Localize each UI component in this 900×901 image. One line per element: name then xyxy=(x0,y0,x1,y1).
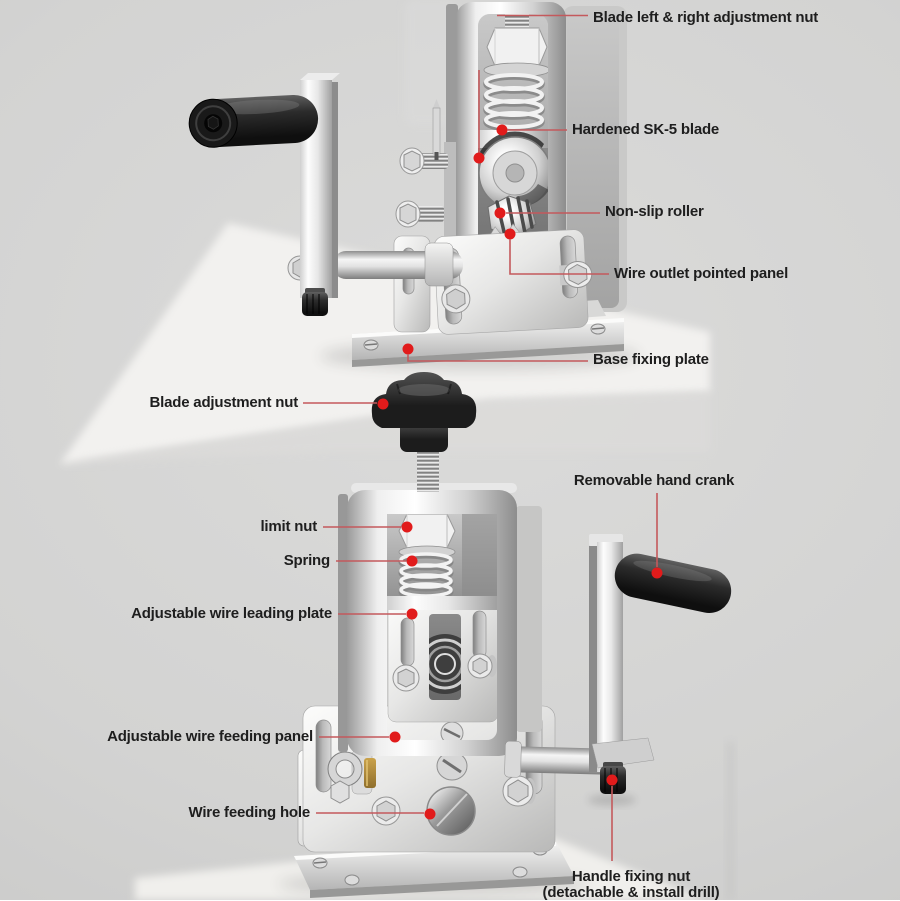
callout-line-wire-outlet xyxy=(509,239,609,275)
label-blade-lr-adjustment-nut: Blade left & right adjustment nut xyxy=(593,9,819,26)
label-adjustable-wire-feeding-panel: Adjustable wire feeding panel xyxy=(107,728,313,745)
top-crank-assembly xyxy=(188,73,463,316)
label-handle-fixing-nut: Handle fixing nut (detachable & install … xyxy=(543,869,720,901)
crank-handle-grip xyxy=(188,94,319,148)
label-non-slip-roller: Non-slip roller xyxy=(605,203,704,220)
bottom-body-frame xyxy=(347,490,517,756)
label-hardened-blade: Hardened SK-5 blade xyxy=(572,121,720,138)
callout-line-base-plate xyxy=(407,354,588,362)
top-adjustment-hex-nut xyxy=(486,27,548,67)
label-removable-hand-crank: Removable hand crank xyxy=(573,472,735,489)
callout-dot-feeding-hole xyxy=(424,808,436,820)
wire-outlet-pointed-panel-part xyxy=(433,223,593,335)
top-spring xyxy=(483,73,545,132)
callout-dot-blade-lr-nut xyxy=(473,152,485,164)
guide-pin xyxy=(432,99,441,160)
side-mount-screw xyxy=(395,200,444,228)
callout-dot-spring xyxy=(406,555,418,567)
callout-dot-hardened-blade xyxy=(496,124,508,136)
callout-dot-leading-plate xyxy=(406,608,418,620)
callout-dot-base-plate xyxy=(402,343,414,355)
callouts xyxy=(303,14,663,861)
guide-pulley xyxy=(429,634,461,694)
crank-shaft xyxy=(504,746,613,775)
blade-adjustment-knob xyxy=(371,372,477,492)
hardened-blade-disc xyxy=(478,131,548,210)
wire-clamp-assembly xyxy=(327,749,376,804)
label-base-fixing-plate: Base fixing plate xyxy=(593,351,709,368)
side-mount-screw xyxy=(399,147,448,175)
callout-dot-hand-crank xyxy=(651,567,663,579)
bracket-plate xyxy=(393,235,431,333)
label-limit-nut: limit nut xyxy=(260,518,317,535)
crank-handle-grip xyxy=(614,553,732,614)
label-handle-fixing-nut-line2: (detachable & install drill) xyxy=(542,884,720,901)
wire-leading-plate-part xyxy=(387,599,499,723)
callout-dot-handle-fixing-nut xyxy=(606,774,618,786)
callout-dot-wire-outlet xyxy=(504,228,516,240)
callout-dot-feeding-panel xyxy=(389,731,401,743)
callout-dot-non-slip-roller xyxy=(494,207,506,219)
label-adjustable-wire-leading-plate: Adjustable wire leading plate xyxy=(131,605,332,622)
bottom-crank-assembly xyxy=(504,534,732,794)
bar-end-nut xyxy=(302,288,328,316)
label-spring: Spring xyxy=(283,552,331,569)
callout-dot-blade-adjustment-nut xyxy=(377,398,389,410)
label-handle-fixing-nut-line1: Handle fixing nut xyxy=(571,868,691,885)
label-wire-outlet-pointed-panel: Wire outlet pointed panel xyxy=(614,265,789,282)
callout-dot-limit-nut xyxy=(401,521,413,533)
label-wire-feeding-hole: Wire feeding hole xyxy=(188,804,311,821)
label-blade-adjustment-nut: Blade adjustment nut xyxy=(149,394,298,411)
bottom-spring xyxy=(398,552,454,601)
non-slip-roller-part xyxy=(487,195,537,240)
